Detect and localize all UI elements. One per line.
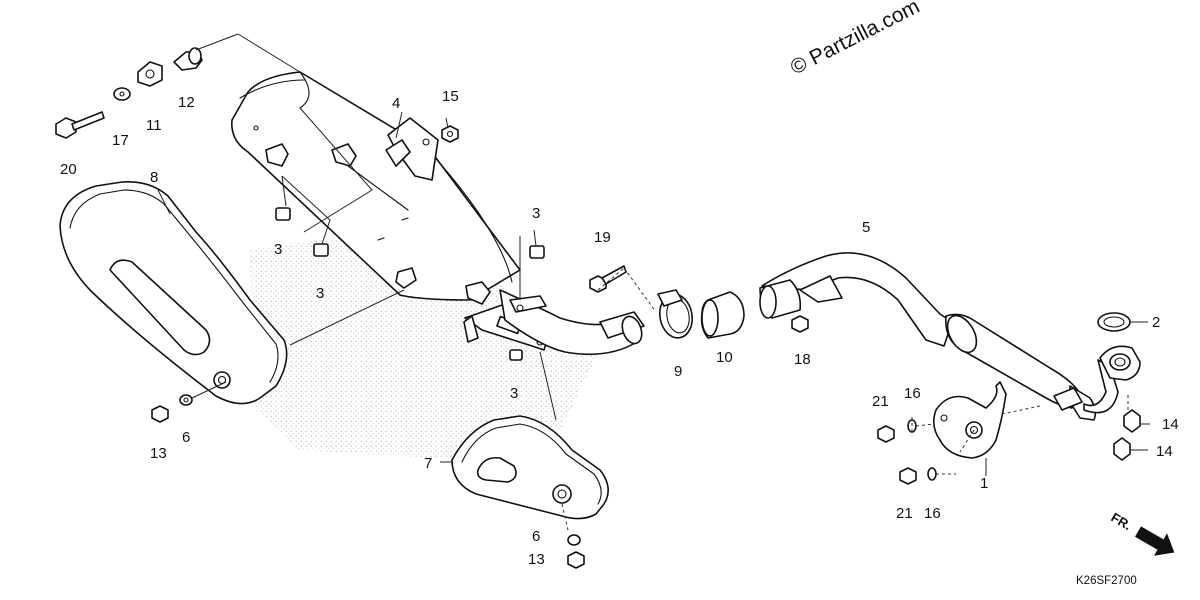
part-6-collar-lower[interactable] bbox=[567, 534, 581, 546]
part-10-gasket[interactable] bbox=[700, 291, 745, 339]
part-18-bolt[interactable] bbox=[791, 315, 809, 333]
callout-14-upper: 14 bbox=[1162, 416, 1179, 433]
callout-9: 9 bbox=[674, 363, 682, 380]
part-2-gasket[interactable] bbox=[1097, 312, 1131, 332]
callout-10: 10 bbox=[716, 349, 733, 366]
callout-2: 2 bbox=[1152, 314, 1160, 331]
front-direction-indicator: FR. bbox=[1109, 510, 1175, 556]
callout-3-top-left: 3 bbox=[274, 241, 282, 258]
callout-21-upper: 21 bbox=[872, 393, 889, 410]
callout-20: 20 bbox=[60, 161, 77, 178]
part-3-damper-d[interactable] bbox=[509, 349, 523, 361]
callout-12: 12 bbox=[178, 94, 195, 111]
watermark: © Partzilla.com bbox=[787, 0, 924, 79]
part-13-bolt-left[interactable] bbox=[151, 405, 169, 423]
part-3-damper-c[interactable] bbox=[529, 245, 545, 259]
callout-labels: 1 2 3 3 3 3 4 5 6 6 7 8 9 10 11 12 13 13… bbox=[60, 88, 1179, 568]
part-20-bolt[interactable] bbox=[55, 111, 105, 139]
part-9-clamp[interactable] bbox=[656, 289, 695, 340]
callout-6-left: 6 bbox=[182, 429, 190, 446]
part-15-nut[interactable] bbox=[441, 125, 459, 143]
front-label: FR. bbox=[1109, 510, 1135, 533]
part-21-bolt-lower[interactable] bbox=[899, 467, 917, 485]
callout-8: 8 bbox=[150, 169, 158, 186]
part-5-exhaust-pipe[interactable] bbox=[759, 252, 1141, 421]
diagram-code: K26SF2700 bbox=[1076, 575, 1137, 587]
stippled-shadow bbox=[250, 225, 600, 460]
part-3-damper-a[interactable] bbox=[275, 207, 291, 221]
part-11-grommet[interactable] bbox=[137, 61, 163, 87]
part-14-nut-upper[interactable] bbox=[1123, 409, 1141, 433]
part-16-washer-lower[interactable] bbox=[927, 467, 937, 481]
part-21-bolt-upper[interactable] bbox=[877, 425, 895, 443]
part-13-bolt-lower[interactable] bbox=[567, 551, 585, 569]
part-3-damper-b[interactable] bbox=[313, 243, 329, 257]
callout-6-lower: 6 bbox=[532, 528, 540, 545]
part-7-heat-shield[interactable] bbox=[451, 415, 609, 520]
part-19-bolt[interactable] bbox=[589, 265, 627, 293]
callout-4: 4 bbox=[392, 95, 400, 112]
callout-15: 15 bbox=[442, 88, 459, 105]
callout-3-center: 3 bbox=[532, 205, 540, 222]
part-17-washer[interactable] bbox=[113, 87, 131, 101]
callout-13-left: 13 bbox=[150, 445, 167, 462]
part-1-protector[interactable] bbox=[932, 381, 1007, 459]
callout-3-mid-left: 3 bbox=[316, 285, 324, 302]
callout-11: 11 bbox=[146, 117, 162, 134]
leader-lines bbox=[157, 33, 1150, 531]
callout-18: 18 bbox=[794, 351, 811, 368]
callout-13-lower: 13 bbox=[528, 551, 545, 568]
part-4-bracket[interactable] bbox=[385, 117, 439, 181]
callout-1: 1 bbox=[980, 475, 988, 492]
callout-21-lower: 21 bbox=[896, 505, 913, 522]
callout-14-lower: 14 bbox=[1156, 443, 1173, 460]
callout-16-lower: 16 bbox=[924, 505, 941, 522]
callout-19: 19 bbox=[594, 229, 611, 246]
part-6-collar-left[interactable] bbox=[179, 394, 193, 406]
part-12-pin[interactable] bbox=[173, 47, 203, 71]
callout-7: 7 bbox=[424, 455, 432, 472]
front-arrow-icon bbox=[1134, 526, 1175, 556]
part-14-nut-lower[interactable] bbox=[1113, 437, 1131, 461]
part-8-heat-shield[interactable] bbox=[59, 180, 288, 405]
callout-17: 17 bbox=[112, 132, 129, 149]
callout-5: 5 bbox=[862, 219, 870, 236]
callout-16-upper: 16 bbox=[904, 385, 921, 402]
muffler-assembly[interactable] bbox=[231, 71, 645, 356]
callout-3-lower: 3 bbox=[510, 385, 518, 402]
